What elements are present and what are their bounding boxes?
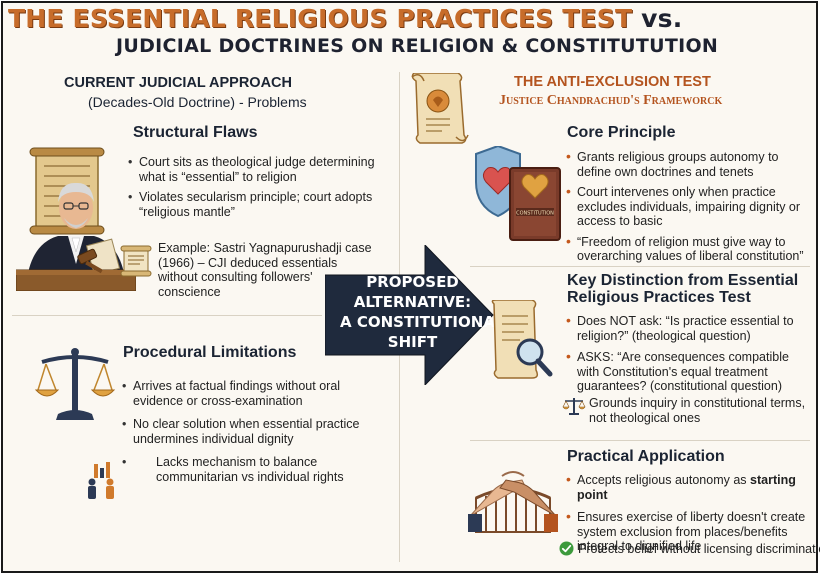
key-distinction-title-1: Key Distinction from Essential [567,272,799,289]
scroll-seal-icon [411,73,469,144]
right-section-divider-1 [470,266,810,267]
practical-bullet-1: Accepts religious autonomy as starting p… [566,472,816,502]
right-section-divider-2 [470,440,810,441]
core-bullet-1: Grants religious groups autonomy to defi… [566,149,811,179]
procedural-bullet-2: No clear solution when essential practic… [122,417,367,446]
distinction-note: Grounds inquiry in constitutional terms,… [589,396,806,425]
left-section-divider [12,315,322,316]
title-vs: vs. [641,4,683,33]
handshake-icon [468,471,558,533]
arrow-line-1: PROPOSED [366,273,459,291]
procedural-limitations-title: Procedural Limitations [123,344,297,361]
check-circle-icon [559,541,574,556]
scales-of-justice-icon [34,348,116,420]
practical-bullet-2: Ensures exercise of liberty doesn't crea… [566,509,816,554]
distinction-bullet-2: ASKS: “Are consequences compatible with … [566,349,814,394]
people-bars-icon [88,462,114,499]
structural-bullet-2: Violates secularism principle; court ado… [128,190,378,219]
core-bullet-3: “Freedom of religion must give way to ov… [566,234,811,264]
arrow-line-4: SHIFT [387,333,438,351]
practical-bullet-1-text: Accepts religious autonomy as [577,473,751,487]
title-emphasis: THE ESSENTIAL RELIGIOUS PRACTICES TEST [8,4,633,33]
practical-application-title: Practical Application [567,448,725,465]
scroll-icon [120,245,152,277]
book-label: CONSTITUTION [516,211,554,217]
structural-flaws-title: Structural Flaws [133,124,258,141]
procedural-bullet-1: Arrives at factual findings without oral… [122,379,367,408]
structural-example: Example: Sastri Yagnapurushadji case (19… [158,241,372,299]
practical-check-text: Protects belief without licensing discri… [578,542,820,556]
practical-application-list: Accepts religious autonomy as starting p… [566,472,816,560]
judge-icon [16,147,136,291]
scroll-magnifier-icon [491,300,553,379]
key-distinction-title-2: Religious Practices Test [567,289,751,306]
structural-bullet-1: Court sits as theological judge determin… [128,155,378,184]
distinction-bullet-1: Does NOT ask: “Is practice essential to … [566,313,814,343]
left-heading: CURRENT JUDICIAL APPROACH [64,75,292,91]
transition-arrow [325,245,494,385]
core-principle-title: Core Principle [567,124,676,141]
right-heading: THE ANTI-EXCLUSION TEST [514,74,711,90]
shield-book-heart-icon: CONSTITUTION [475,146,561,241]
small-scales-icon [562,398,586,415]
structural-flaws-list: Court sits as theological judge determin… [128,155,378,225]
core-bullet-2: Court intervenes only when practice excl… [566,184,811,229]
procedural-bullet-3: Lacks mechanism to balance communitarian… [122,455,367,484]
practical-bullet-1-bold: starting point [577,473,796,502]
main-title: THE ESSENTIAL RELIGIOUS PRACTICES TEST v… [8,4,748,33]
right-subheading: Justice Chandrachud's Frameworck [499,93,723,108]
main-subtitle: JUDICIAL DOCTRINES ON RELIGION & CONSTIT… [116,35,719,57]
left-subheading: (Decades-Old Doctrine) - Problems [88,94,307,110]
key-distinction-list: Does NOT ask: “Is practice essential to … [566,313,814,400]
core-principle-list: Grants religious groups autonomy to defi… [566,149,811,270]
procedural-limitations-list: Arrives at factual findings without oral… [122,379,367,490]
arrow-label: PROPOSED ALTERNATIVE: A CONSTITUTIONAL S… [340,272,505,352]
arrow-line-3: A CONSTITUTIONAL [340,313,505,331]
arrow-line-2: ALTERNATIVE: [353,293,472,311]
